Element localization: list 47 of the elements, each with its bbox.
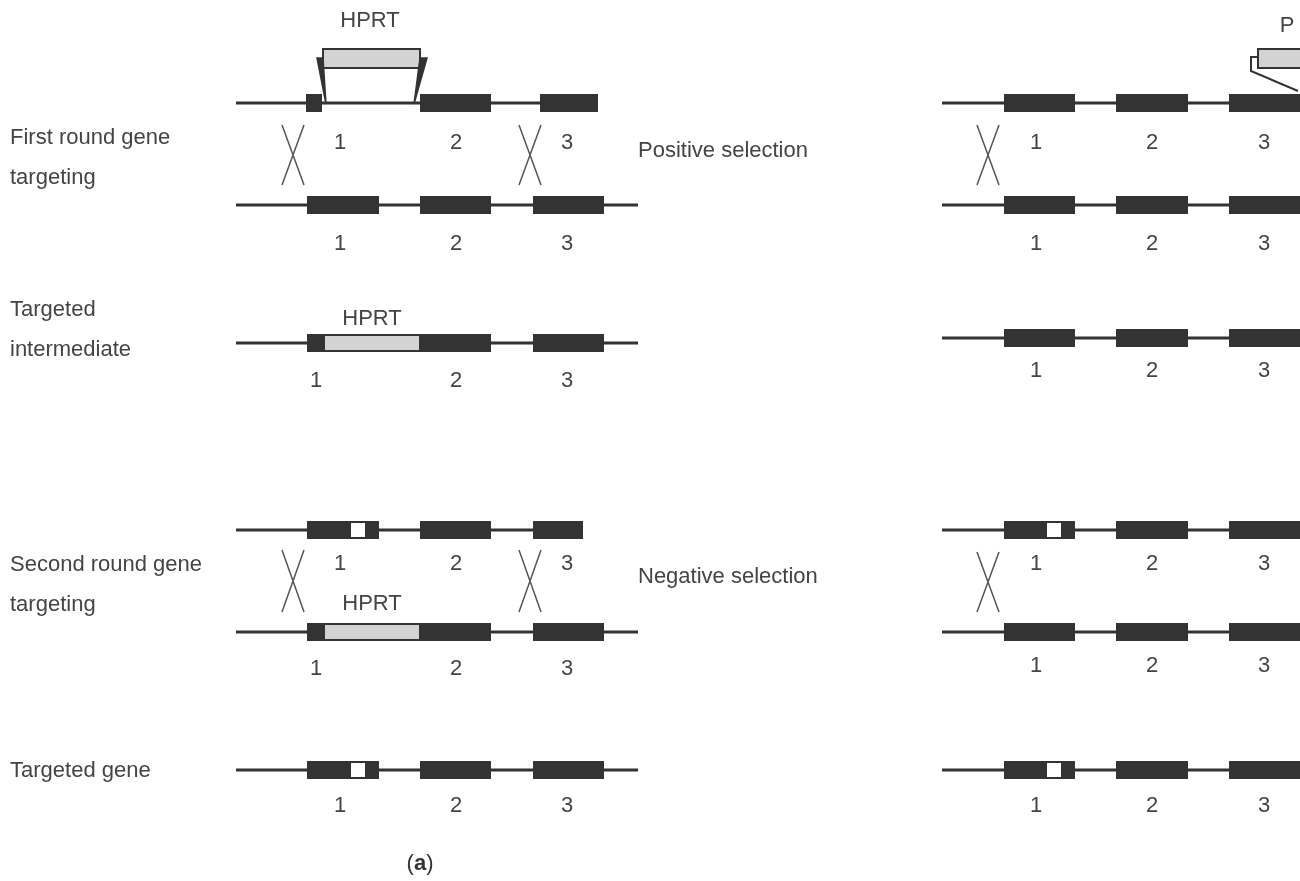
diagram-label: 1 xyxy=(333,230,347,256)
diagram-label: HPRT xyxy=(342,305,402,331)
diagram-label: 1 xyxy=(309,367,323,393)
diagram-label: HPRT xyxy=(342,590,402,616)
diagram-label: 2 xyxy=(1145,550,1159,576)
diagram-label: 3 xyxy=(560,129,574,155)
diagram-label: 1 xyxy=(1029,652,1043,678)
diagram-label: 1 xyxy=(1029,357,1043,383)
diagram-label: 2 xyxy=(1145,129,1159,155)
diagram-label: 2 xyxy=(449,129,463,155)
diagram-label: 2 xyxy=(1145,230,1159,256)
diagram-label: 1 xyxy=(333,792,347,818)
diagram-label: 2 xyxy=(449,230,463,256)
diagram-label: Negative selection xyxy=(638,562,819,590)
diagram-label: 3 xyxy=(1257,230,1271,256)
diagram-label: 2 xyxy=(1145,652,1159,678)
diagram-label: 1 xyxy=(333,550,347,576)
diagram-label: 1 xyxy=(309,655,323,681)
diagram-label: 3 xyxy=(560,367,574,393)
diagram-label: 3 xyxy=(1257,129,1271,155)
diagram-label: P xyxy=(1279,12,1295,38)
diagram-label: 3 xyxy=(1257,652,1271,678)
diagram-label: 1 xyxy=(1029,230,1043,256)
diagram-label: 3 xyxy=(560,792,574,818)
diagram-label: 1 xyxy=(333,129,347,155)
diagram-label: HPRT xyxy=(340,7,400,33)
diagram-label: 3 xyxy=(1257,357,1271,383)
panel-caption: (a) xyxy=(406,848,434,877)
diagram-label: 1 xyxy=(1029,129,1043,155)
diagram-label: Positive selection xyxy=(638,136,809,164)
diagram-label: 2 xyxy=(1145,792,1159,818)
diagram-label: 1 xyxy=(1029,550,1043,576)
diagram-label: 2 xyxy=(449,550,463,576)
diagram-label: 3 xyxy=(1257,550,1271,576)
diagram-label: 1 xyxy=(1029,792,1043,818)
diagram-label: First round gene targeting xyxy=(10,123,172,191)
diagram-label: 2 xyxy=(449,367,463,393)
diagram-label: Targeted intermediate xyxy=(10,295,133,363)
diagram-label: Second round gene targeting xyxy=(10,550,204,618)
diagram-label: 2 xyxy=(1145,357,1159,383)
diagram-label: 3 xyxy=(560,550,574,576)
diagram-label: 3 xyxy=(560,655,574,681)
diagram-label: 2 xyxy=(449,655,463,681)
diagram-label: 2 xyxy=(449,792,463,818)
diagram-label: Targeted gene xyxy=(10,756,152,784)
diagram-label: 3 xyxy=(1257,792,1271,818)
diagram-label: 3 xyxy=(560,230,574,256)
